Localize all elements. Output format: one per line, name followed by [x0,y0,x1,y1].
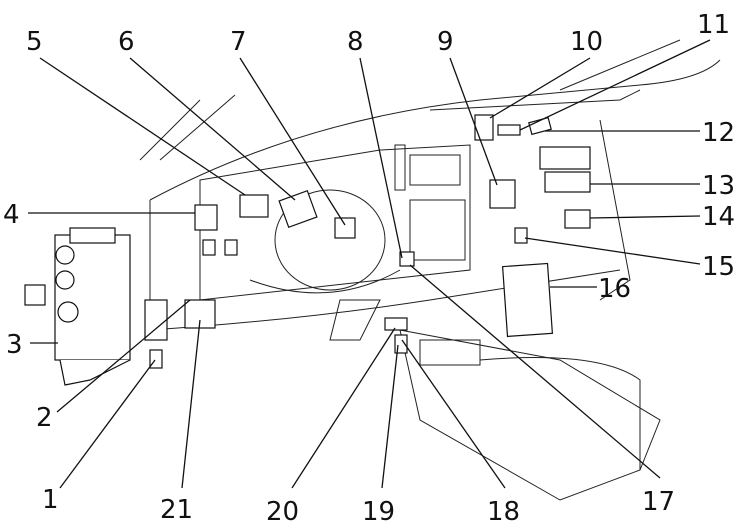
callout-7: 7 [230,27,247,57]
callout-8: 8 [347,27,364,57]
callout-19: 19 [362,497,395,527]
callout-21: 21 [160,495,193,525]
callout-20: 20 [266,497,299,527]
callout-1: 1 [42,485,59,515]
callout-5: 5 [26,27,43,57]
callout-3: 3 [6,330,23,360]
callout-4: 4 [3,200,20,230]
callout-10: 10 [570,27,603,57]
callout-11: 11 [697,10,730,40]
leader-lines [28,39,711,489]
callout-18: 18 [487,497,520,527]
callout-17: 17 [642,487,675,517]
callout-14: 14 [702,202,735,232]
callout-15: 15 [702,252,735,282]
callout-2: 2 [36,403,53,433]
callout-6: 6 [118,27,135,57]
callout-16: 16 [598,274,631,304]
callout-labels: 5 6 7 8 9 10 11 12 13 14 15 16 4 3 2 1 2… [3,10,735,527]
callout-12: 12 [702,118,735,148]
callout-13: 13 [702,171,735,201]
dashboard-drawing [24,39,721,501]
callout-9: 9 [437,27,454,57]
